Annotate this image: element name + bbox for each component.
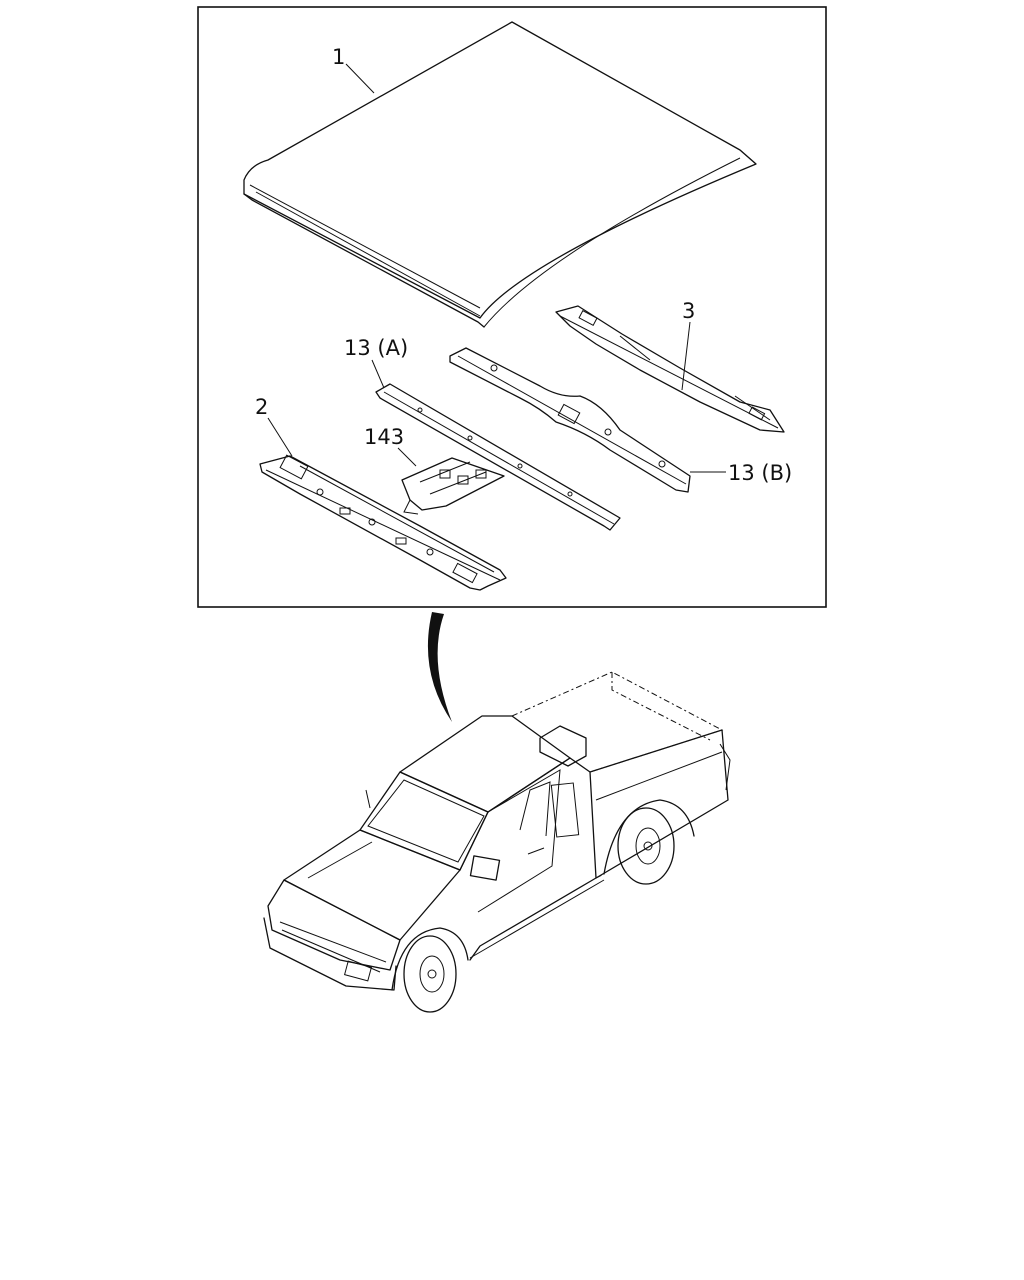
front-rail-callout: 2 (255, 395, 268, 419)
front-roof-rail (259, 454, 507, 591)
location-arrow (427, 612, 452, 722)
rear-roof-rail (555, 305, 785, 433)
roof-panel-callout: 1 (332, 45, 345, 69)
roof-bow-a (375, 383, 621, 531)
rear-rail-leader (681, 321, 691, 391)
roof-panel-leader (345, 63, 375, 94)
front-rail-leader (267, 417, 293, 457)
roof-bow-b (449, 347, 691, 493)
pickup-truck-illustration (263, 671, 731, 1013)
roof-panel (243, 21, 757, 328)
bow-b-callout: 13 (B) (728, 461, 792, 485)
bow-a-callout: 13 (A) (344, 336, 408, 360)
detail-frame (197, 6, 827, 608)
rear-rail-callout: 3 (682, 299, 695, 323)
roof-bracket (401, 457, 505, 515)
bracket-leader (397, 447, 417, 467)
bow-a-leader (371, 359, 385, 389)
bracket-callout: 143 (364, 425, 404, 449)
